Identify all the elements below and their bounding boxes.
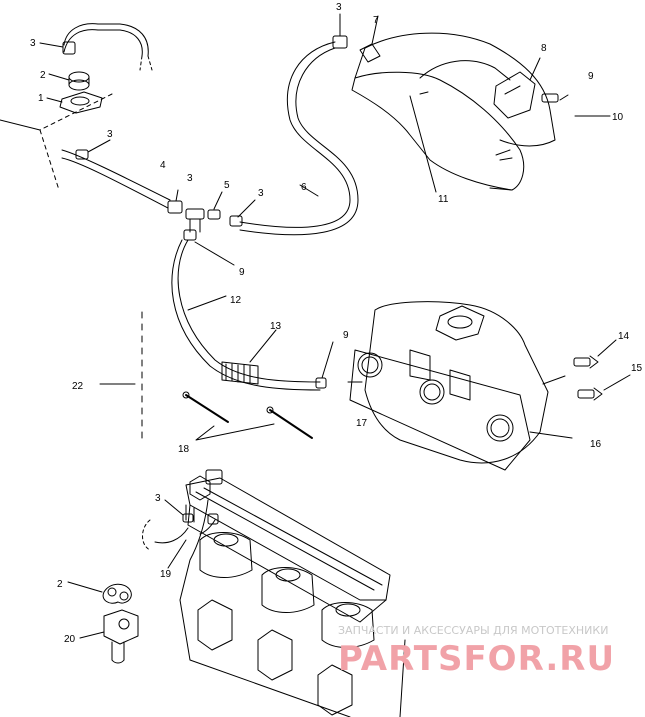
hose-12 — [171, 239, 334, 391]
callout-4: 4 — [160, 160, 166, 171]
callout-9: 9 — [343, 330, 349, 341]
callout-12: 12 — [230, 295, 242, 306]
callout-7: 7 — [373, 15, 379, 26]
leader-22 — [99, 311, 143, 441]
callout-14: 14 — [618, 331, 630, 342]
callout-5: 5 — [224, 180, 230, 191]
callout-19: 19 — [160, 569, 172, 580]
hose-4 — [61, 139, 171, 209]
callout-8: 8 — [541, 43, 547, 54]
callout-16: 16 — [590, 439, 602, 450]
expansion-chamber — [332, 13, 611, 193]
callout-18: 18 — [178, 444, 190, 455]
callout-3: 3 — [258, 188, 264, 199]
callout-22: 22 — [72, 381, 84, 392]
callout-3: 3 — [336, 2, 342, 13]
watermark-brand: PARTSFOR.RU — [338, 639, 615, 679]
callout-3: 3 — [187, 173, 193, 184]
callout-3: 3 — [30, 38, 36, 49]
watermark-tagline: ЗАПЧАСТИ И АКСЕССУАРЫ ДЛЯ МОТОТЕХНИКИ — [338, 624, 608, 637]
studs-18 — [182, 391, 313, 441]
leaders-top-left — [0, 42, 113, 191]
hose-6 — [239, 41, 359, 236]
callout-17: 17 — [356, 418, 368, 429]
callout-15: 15 — [631, 363, 643, 374]
gasket-and-sensor — [67, 581, 139, 664]
vent-fitting-assembly — [59, 23, 153, 114]
callout-labels: 3 2 1 3 4 3 5 3 6 3 7 8 9 10 11 9 12 13 … — [30, 2, 643, 645]
callout-20: 20 — [64, 634, 76, 645]
callout-2: 2 — [57, 579, 63, 590]
callout-11: 11 — [438, 194, 449, 205]
callout-2: 2 — [40, 70, 46, 81]
callout-9: 9 — [239, 267, 245, 278]
tee-fitting-5 — [167, 189, 256, 241]
callout-3: 3 — [107, 129, 113, 140]
callout-1: 1 — [38, 93, 44, 104]
callout-13: 13 — [270, 321, 282, 332]
callout-9: 9 — [588, 71, 594, 82]
callout-10: 10 — [612, 112, 624, 123]
engine-block — [142, 469, 406, 717]
exhaust-manifold — [347, 301, 631, 471]
callout-6: 6 — [301, 182, 307, 193]
callout-3: 3 — [155, 493, 161, 504]
watermark: ЗАПЧАСТИ И АКСЕССУАРЫ ДЛЯ МОТОТЕХНИКИ PA… — [338, 624, 615, 679]
